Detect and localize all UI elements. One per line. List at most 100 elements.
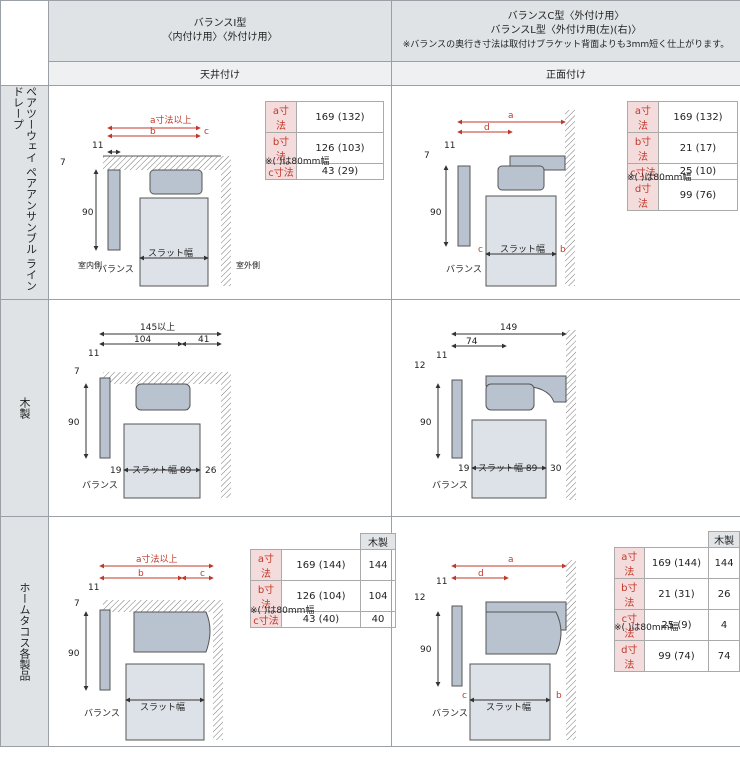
label-b-1: b (150, 127, 156, 137)
label-90-2: 90 (430, 208, 442, 218)
label-valance-5: バランス (84, 708, 120, 719)
label-valance-3: バランス (82, 480, 118, 491)
t6-wood: 4 (709, 610, 740, 641)
label-b-5: b (138, 569, 144, 579)
t5-head-empty (282, 534, 361, 550)
label-b-6: b (556, 691, 562, 701)
label-90-1: 90 (82, 208, 94, 218)
wall-3 (221, 372, 231, 498)
t6-wood: 26 (709, 579, 740, 610)
t6-val: 99 (74) (644, 641, 709, 672)
t1-key: a寸法 (266, 102, 297, 133)
t2-key: a寸法 (628, 102, 659, 133)
t5-wood: 40 (361, 612, 396, 628)
t2-note: ※( )は80mm幅 (627, 170, 691, 183)
t6-val: 21 (31) (644, 579, 709, 610)
slat-3 (124, 424, 200, 498)
headrail-2 (498, 166, 544, 190)
label-valance-4: バランス (432, 480, 468, 491)
ceiling-3 (103, 372, 221, 384)
label-90-3: 90 (68, 418, 80, 428)
t5-note: ※( )は80mm幅 (250, 603, 314, 616)
t5-head-empty (251, 534, 282, 550)
label-11-1: 11 (92, 141, 103, 151)
label-d-2: d (484, 123, 490, 133)
label-a-6: a (508, 555, 514, 565)
headrail-1 (150, 170, 202, 194)
label-d-6: d (478, 569, 484, 579)
t2-val: 21 (17) (659, 133, 738, 164)
label-12-6: 12 (414, 593, 425, 603)
label-11-3: 11 (88, 349, 99, 359)
t6-head-empty (644, 532, 709, 548)
valance-part-2 (458, 166, 470, 246)
t6-wood: 74 (709, 641, 740, 672)
wall-1 (221, 156, 231, 286)
valance-part-5 (100, 610, 110, 690)
label-90-6: 90 (420, 645, 432, 655)
label-11-6: 11 (436, 577, 447, 587)
t6-note: ※( )は80mm幅 (614, 620, 678, 633)
label-a-min-1: a寸法以上 (150, 114, 192, 126)
t2-val: 169 (132) (659, 102, 738, 133)
ceiling-5 (103, 600, 213, 612)
label-12: 12 (414, 361, 425, 371)
label-c-2: c (478, 245, 483, 255)
diagram-front-pair: a d c b 11 7 90 スラット幅 バランス (424, 110, 575, 286)
label-90-5: 90 (68, 649, 80, 659)
t6-key: d寸法 (615, 641, 645, 672)
label-slat89-4: スラット幅 89 (478, 462, 538, 474)
slat-1 (140, 198, 208, 286)
slat-5 (126, 664, 204, 740)
label-valance-2: バランス (446, 264, 482, 275)
t5-wood: 104 (361, 581, 396, 612)
headrail-6 (486, 612, 561, 654)
headrail-4 (486, 384, 534, 410)
label-11-2: 11 (444, 141, 455, 151)
label-slat89-3: スラット幅 89 (132, 464, 192, 476)
slat-2 (486, 196, 556, 286)
t1-val: 169 (132) (297, 102, 384, 133)
t6-val: 169 (144) (644, 548, 709, 579)
label-indoor: 室内側 (78, 260, 102, 270)
headrail-3 (136, 384, 190, 410)
label-valance-1: バランス (98, 264, 134, 275)
label-b-2: b (560, 245, 566, 255)
t6-key: b寸法 (615, 579, 645, 610)
label-outdoor: 室外側 (236, 260, 260, 270)
label-19: 19 (110, 466, 122, 476)
valance-part-6 (452, 606, 462, 686)
t6-head: 木製 (709, 532, 740, 548)
wall-5 (213, 600, 223, 740)
diagram-front-wood: 149 74 11 12 90 19 スラット幅 89 30 バランス (414, 323, 576, 500)
label-7-3: 7 (74, 367, 80, 377)
valance-part-4 (452, 380, 462, 458)
label-valance-6: バランス (432, 708, 468, 719)
label-a-min-5: a寸法以上 (136, 553, 178, 565)
label-c-5: c (200, 569, 205, 579)
t5-val: 169 (144) (282, 550, 361, 581)
label-c-1: c (204, 127, 209, 137)
t2-val: 99 (76) (659, 180, 738, 211)
label-7-1: 7 (60, 158, 66, 168)
t6-head-empty (615, 532, 645, 548)
label-7-2: 7 (424, 151, 430, 161)
valance-part-3 (100, 378, 110, 458)
label-c-6: c (462, 691, 467, 701)
page: バランスⅠ型 〈内付け用〉〈外付け用〉 バランスC型〈外付け用〉 バランスL型〈… (0, 0, 740, 746)
slat-4 (472, 420, 546, 498)
label-slat-6: スラット幅 (486, 701, 531, 713)
t1-note: ※( )は80mm幅 (265, 154, 329, 167)
t2-key: b寸法 (628, 133, 659, 164)
label-11-5: 11 (88, 583, 99, 593)
t5-wood: 144 (361, 550, 396, 581)
label-7-5: 7 (74, 599, 80, 609)
diagram-ceiling-wood: 145以上 104 41 11 7 90 19 スラット幅 89 26 バランス (68, 322, 231, 498)
slat-6 (470, 664, 550, 740)
label-74: 74 (466, 337, 478, 347)
t5-key: a寸法 (251, 550, 282, 581)
label-90-4: 90 (420, 418, 432, 428)
label-a-2: a (508, 111, 514, 121)
